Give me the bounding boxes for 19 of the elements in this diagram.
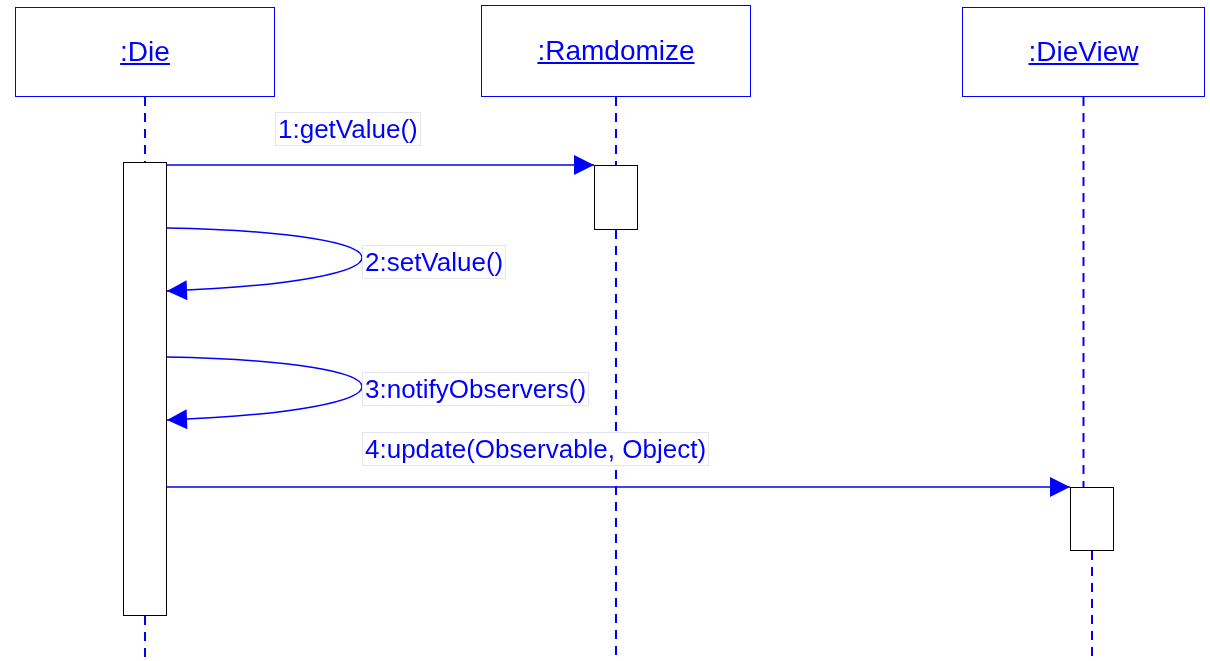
lifeline: [615, 96, 617, 166]
activation-bar: [594, 165, 638, 230]
message-arrow: [166, 155, 595, 175]
message-arrow: [166, 477, 1071, 497]
message-arrow: [166, 227, 363, 300]
edge-label: 4:update(Observable, Object): [362, 432, 710, 466]
edge-label: 1:getValue(): [275, 112, 421, 146]
participant-name: :Die: [120, 36, 170, 68]
edge-label: 3:notifyObservers(): [362, 372, 590, 406]
participant-box: [15, 7, 275, 97]
participant-box: [481, 5, 751, 97]
message-arrow: [166, 356, 363, 429]
lifeline: [1082, 96, 1085, 488]
activation-bar: [123, 162, 167, 616]
edge-label: 2:setValue(): [362, 245, 507, 279]
participant-name: :DieView: [1028, 36, 1139, 68]
activation-bar: [1070, 487, 1114, 551]
participant-box: [962, 7, 1205, 97]
participant-name: :Ramdomize: [537, 35, 695, 67]
